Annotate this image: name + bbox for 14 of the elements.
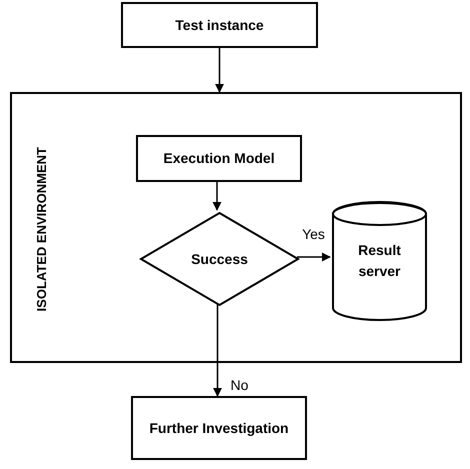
- arrow: [297, 252, 331, 262]
- process-box: [121, 2, 318, 48]
- node-label: Result server: [357, 241, 402, 281]
- node-label: Success: [191, 250, 248, 268]
- arrow: [213, 304, 222, 397]
- node-label: Further Investigation: [149, 418, 289, 438]
- process-box: [131, 396, 307, 460]
- vertical-heading: ISOLATED ENVIRONMENT: [34, 146, 48, 312]
- arrow: [215, 48, 224, 93]
- arrow: [212, 180, 222, 211]
- environment-frame: [10, 92, 462, 363]
- node-label: Execution Model: [163, 149, 275, 168]
- node-label: Test instance: [175, 16, 264, 34]
- process-box: [136, 135, 302, 182]
